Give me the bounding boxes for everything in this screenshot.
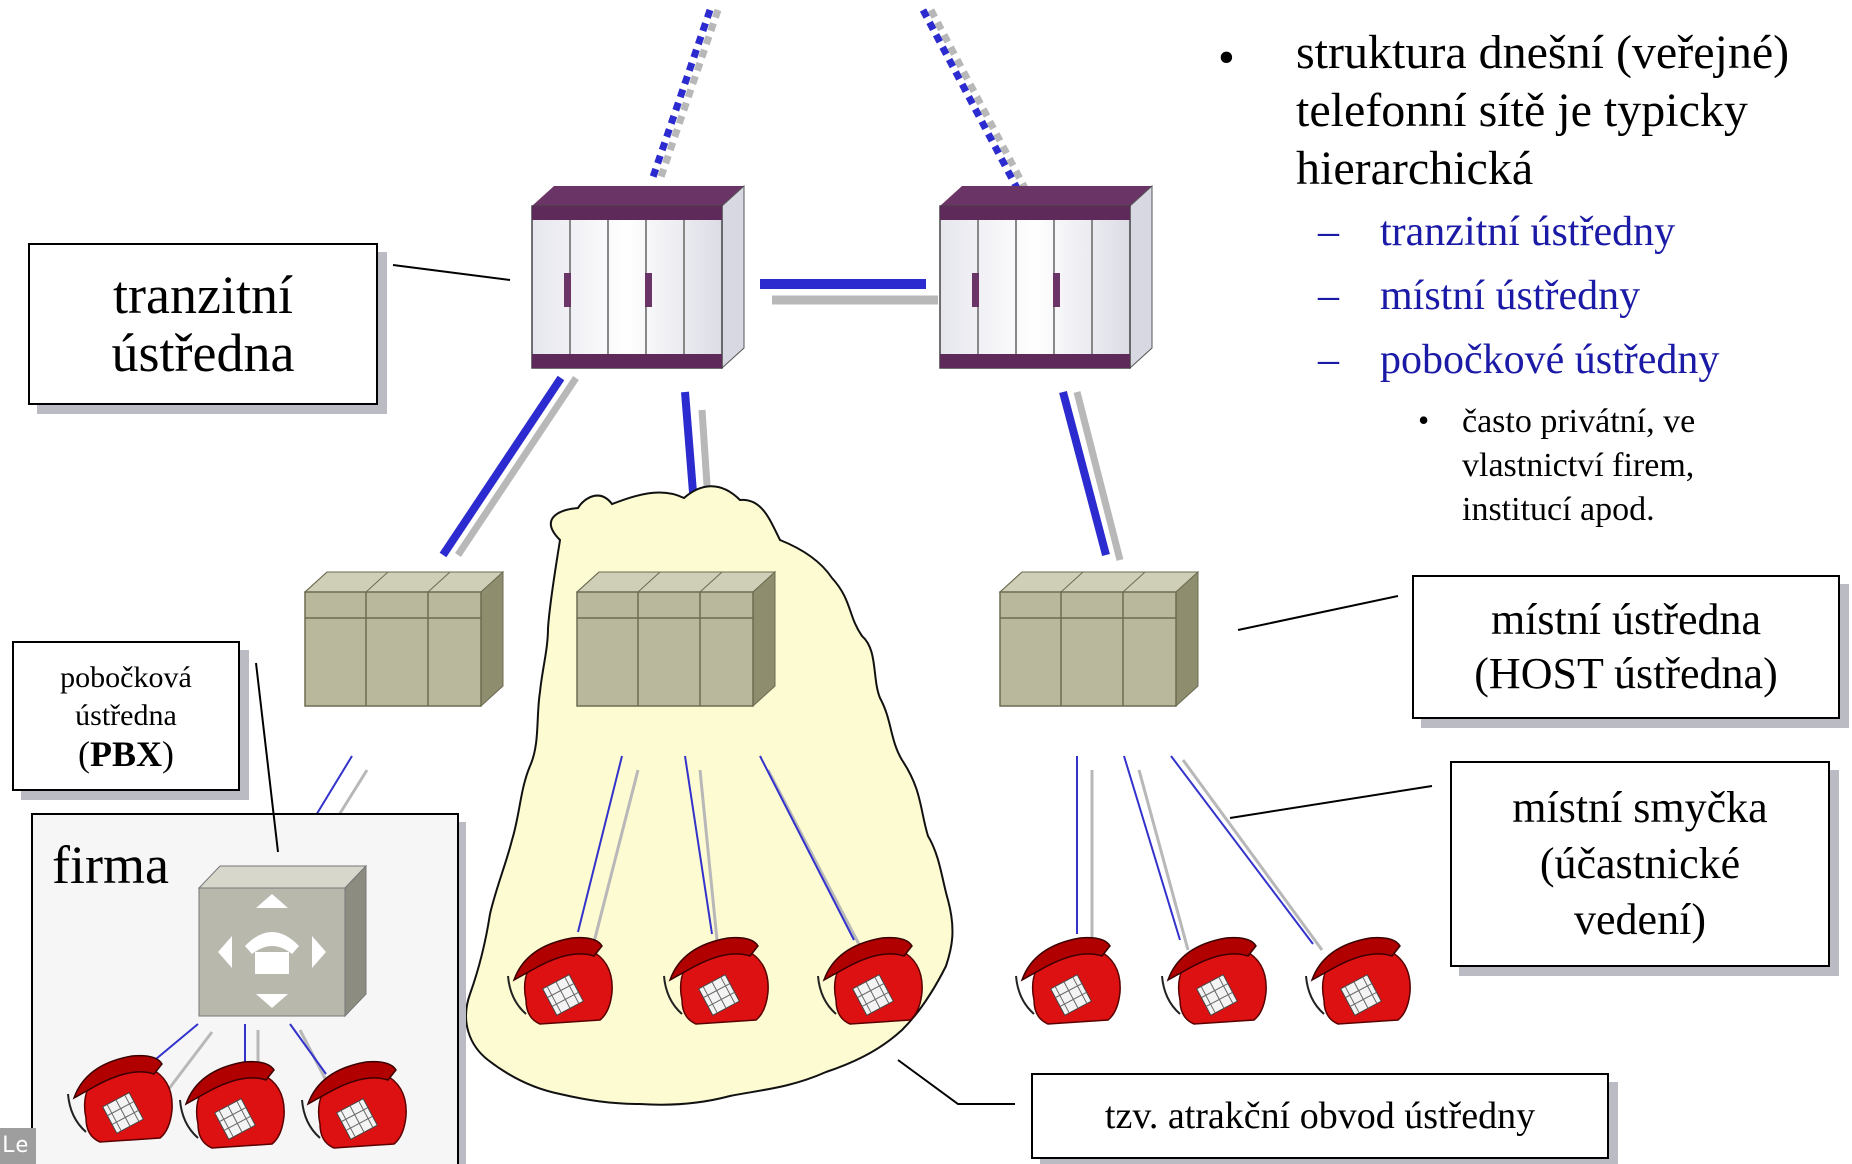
transit-local-lines: [439, 375, 1124, 561]
pbx-label-line3: (PBX): [78, 735, 174, 773]
pbx-abbreviation: PBX: [90, 734, 162, 774]
pbx-icon: [197, 864, 368, 1018]
bullet-dash: –: [1318, 273, 1339, 319]
pbx-open-paren: (: [78, 734, 90, 774]
local-exchange-right-icon: [999, 571, 1199, 707]
bullet-main: struktura dnešní (veřejné) telefonní sít…: [1296, 26, 1790, 195]
local-loop-label: místní smyčka (účastnické vedení): [1450, 761, 1830, 967]
pbx-label-line2: ústředna: [75, 699, 177, 732]
local-exchange-middle-icon: [576, 571, 776, 707]
transit-exchange-left-icon: [531, 185, 745, 369]
bullet-dot-small: •: [1418, 402, 1430, 438]
bullet-sub-pbx: pobočkové ústředny: [1380, 337, 1720, 383]
transit-exchange-label-line1: tranzitní: [113, 265, 293, 325]
telephone-icon: [1015, 936, 1122, 1025]
local-exchange-label-line1: místní ústředna: [1490, 595, 1762, 644]
transit-exchange-label-line2: ústředna: [111, 323, 295, 383]
pbx-close-paren: ): [162, 734, 174, 774]
local-exchange-label: místní ústředna (HOST ústředna): [1412, 575, 1840, 719]
pbx-label: pobočková ústředna (PBX): [12, 641, 240, 791]
local-loop-label-line2: (účastnické: [1539, 839, 1741, 888]
upper-trunk-lines: [649, 8, 1031, 194]
transit-link: [760, 279, 938, 305]
transit-exchange-right-icon: [939, 185, 1153, 369]
bullet-dot: •: [1218, 31, 1235, 84]
bullet-sub-transit: tranzitní ústředny: [1380, 209, 1676, 255]
attraction-area-label: tzv. atrakční obvod ústředny: [1031, 1073, 1609, 1159]
telephone-icon: [1161, 936, 1268, 1025]
bullet-subsub: často privátní, ve vlastnictví firem, in…: [1462, 403, 1696, 528]
corner-label: Le: [0, 1128, 36, 1164]
telephone-icon: [1305, 936, 1412, 1025]
attraction-area-label-text: tzv. atrakční obvod ústředny: [1104, 1095, 1536, 1137]
local-exchange-left-icon: [304, 571, 504, 707]
transit-exchange-label: tranzitní ústředna: [28, 243, 378, 405]
bullet-dash: –: [1318, 209, 1339, 255]
pbx-label-line1: pobočková: [60, 661, 192, 694]
leader-lines: [255, 264, 1433, 1105]
local-exchange-label-line2: (HOST ústředna): [1474, 649, 1778, 698]
bullet-dash: –: [1318, 337, 1339, 383]
company-label: firma: [52, 835, 169, 895]
local-loop-label-line1: místní smyčka: [1512, 783, 1768, 832]
bullet-sub-local: místní ústředny: [1380, 273, 1641, 319]
local-loop-label-line3: vedení): [1574, 895, 1706, 944]
